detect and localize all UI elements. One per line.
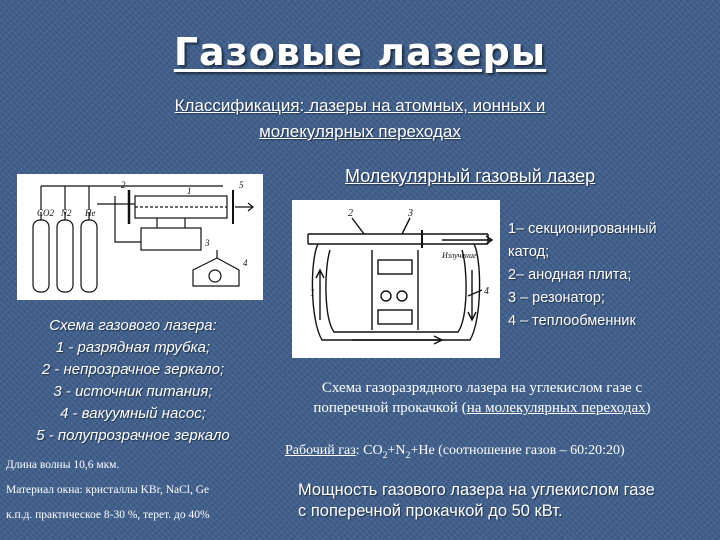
working-gas-n: +N (387, 443, 406, 458)
caption-suffix: ) (645, 400, 651, 416)
gas-laser-schematic: CO2 N2 He 1 2 3 4 5 (32, 180, 254, 293)
working-gas: Рабочий газ: CO2+N2+He (соотношение газо… (285, 443, 625, 461)
note-window-material: Материал окна: кристаллы KBr, NaCl, Ge (6, 484, 210, 496)
classification-line-2: молекулярных переходах (0, 122, 720, 142)
left-legend-line: 3 - источник питания; (53, 383, 213, 400)
left-legend-line: 5 - полупрозрачное зеркало (36, 427, 230, 444)
note-efficiency: к.п.д. практическое 8-30 %, терет. до 40… (6, 509, 210, 521)
right-legend-line: 2– анодная плита; (508, 267, 632, 283)
power-text: Мощность газового лазера на углекислом г… (298, 480, 718, 522)
right-legend-line: 4 – теплообменник (508, 313, 636, 329)
left-fig-label-3: 3 (204, 238, 210, 248)
caption-line-1: Схема газоразрядного лазера на углекисло… (321, 380, 643, 396)
classification-text-1: лазеры на атомных, ионных и (304, 96, 546, 115)
note-wavelength: Длина волны 10,6 мкм. (6, 459, 120, 471)
working-gas-rest: +He (соотношение газов – 60:20:20) (410, 443, 625, 458)
left-legend-line: 4 - вакуумный насос; (60, 405, 206, 422)
left-legend-line: 2 - непрозрачное зеркало; (41, 361, 225, 378)
caption-prefix: поперечной прокачкой ( (313, 400, 467, 416)
right-legend: 1– секционированный катод; 2– анодная пл… (508, 218, 718, 333)
left-fig-gas-he: He (84, 208, 96, 218)
right-legend-line: катод; (508, 244, 550, 260)
left-legend-line: 1 - разрядная трубка; (55, 339, 211, 356)
right-fig-label-2: 2 (348, 208, 353, 219)
co2-laser-diagram: 2 3 1 4 Излучение (292, 200, 500, 358)
right-legend-line: 3 – резонатор; (508, 290, 605, 306)
working-gas-sep: : (355, 443, 364, 458)
subtitle: Молекулярный газовый лазер (345, 166, 596, 186)
power-line-2: с поперечной прокачкой до 50 кВт. (298, 502, 563, 520)
working-gas-co: CO (363, 443, 383, 458)
classification-label: Классификация (174, 96, 300, 115)
working-gas-label: Рабочий газ (285, 443, 356, 458)
caption-link: на молекулярных переходах (466, 400, 646, 416)
left-legend-line: Схема газового лазера: (49, 317, 217, 334)
left-fig-label-5: 5 (239, 180, 244, 190)
left-fig-gas-n2: N2 (60, 208, 72, 218)
left-fig-gas-co2: CO2 (37, 208, 55, 218)
working-gas-sub: 2 (405, 449, 411, 461)
left-legend: Схема газового лазера: 1 - разрядная тру… (8, 315, 258, 447)
left-fig-label-2: 2 (121, 180, 126, 190)
working-gas-sub: 2 (382, 449, 388, 461)
gas-laser-diagram: CO2 N2 He 1 2 3 4 5 (17, 174, 263, 300)
slide-title: Газовые лазеры (173, 30, 547, 74)
classification-sep: : (299, 96, 305, 115)
classification-line-1: Классификация: лазеры на атомных, ионных… (0, 96, 720, 116)
right-legend-line: 1– секционированный (508, 221, 657, 237)
power-line-1: Мощность газового лазера на углекислом г… (298, 481, 655, 499)
right-fig-label-1: 1 (310, 288, 315, 299)
left-fig-label-4: 4 (243, 258, 248, 268)
classification-text-2: молекулярных переходах (259, 122, 461, 141)
figure-caption: Схема газоразрядного лазера на углекисло… (262, 378, 702, 418)
co2-laser-schematic: 2 3 1 4 Излучение (307, 208, 494, 345)
right-fig-label-3: 3 (407, 208, 413, 219)
caption-line-2: поперечной прокачкой (на молекулярных пе… (262, 398, 702, 418)
right-fig-output-label: Излучение (441, 251, 477, 260)
right-fig-label-4: 4 (484, 286, 489, 297)
left-fig-label-1: 1 (187, 186, 192, 196)
